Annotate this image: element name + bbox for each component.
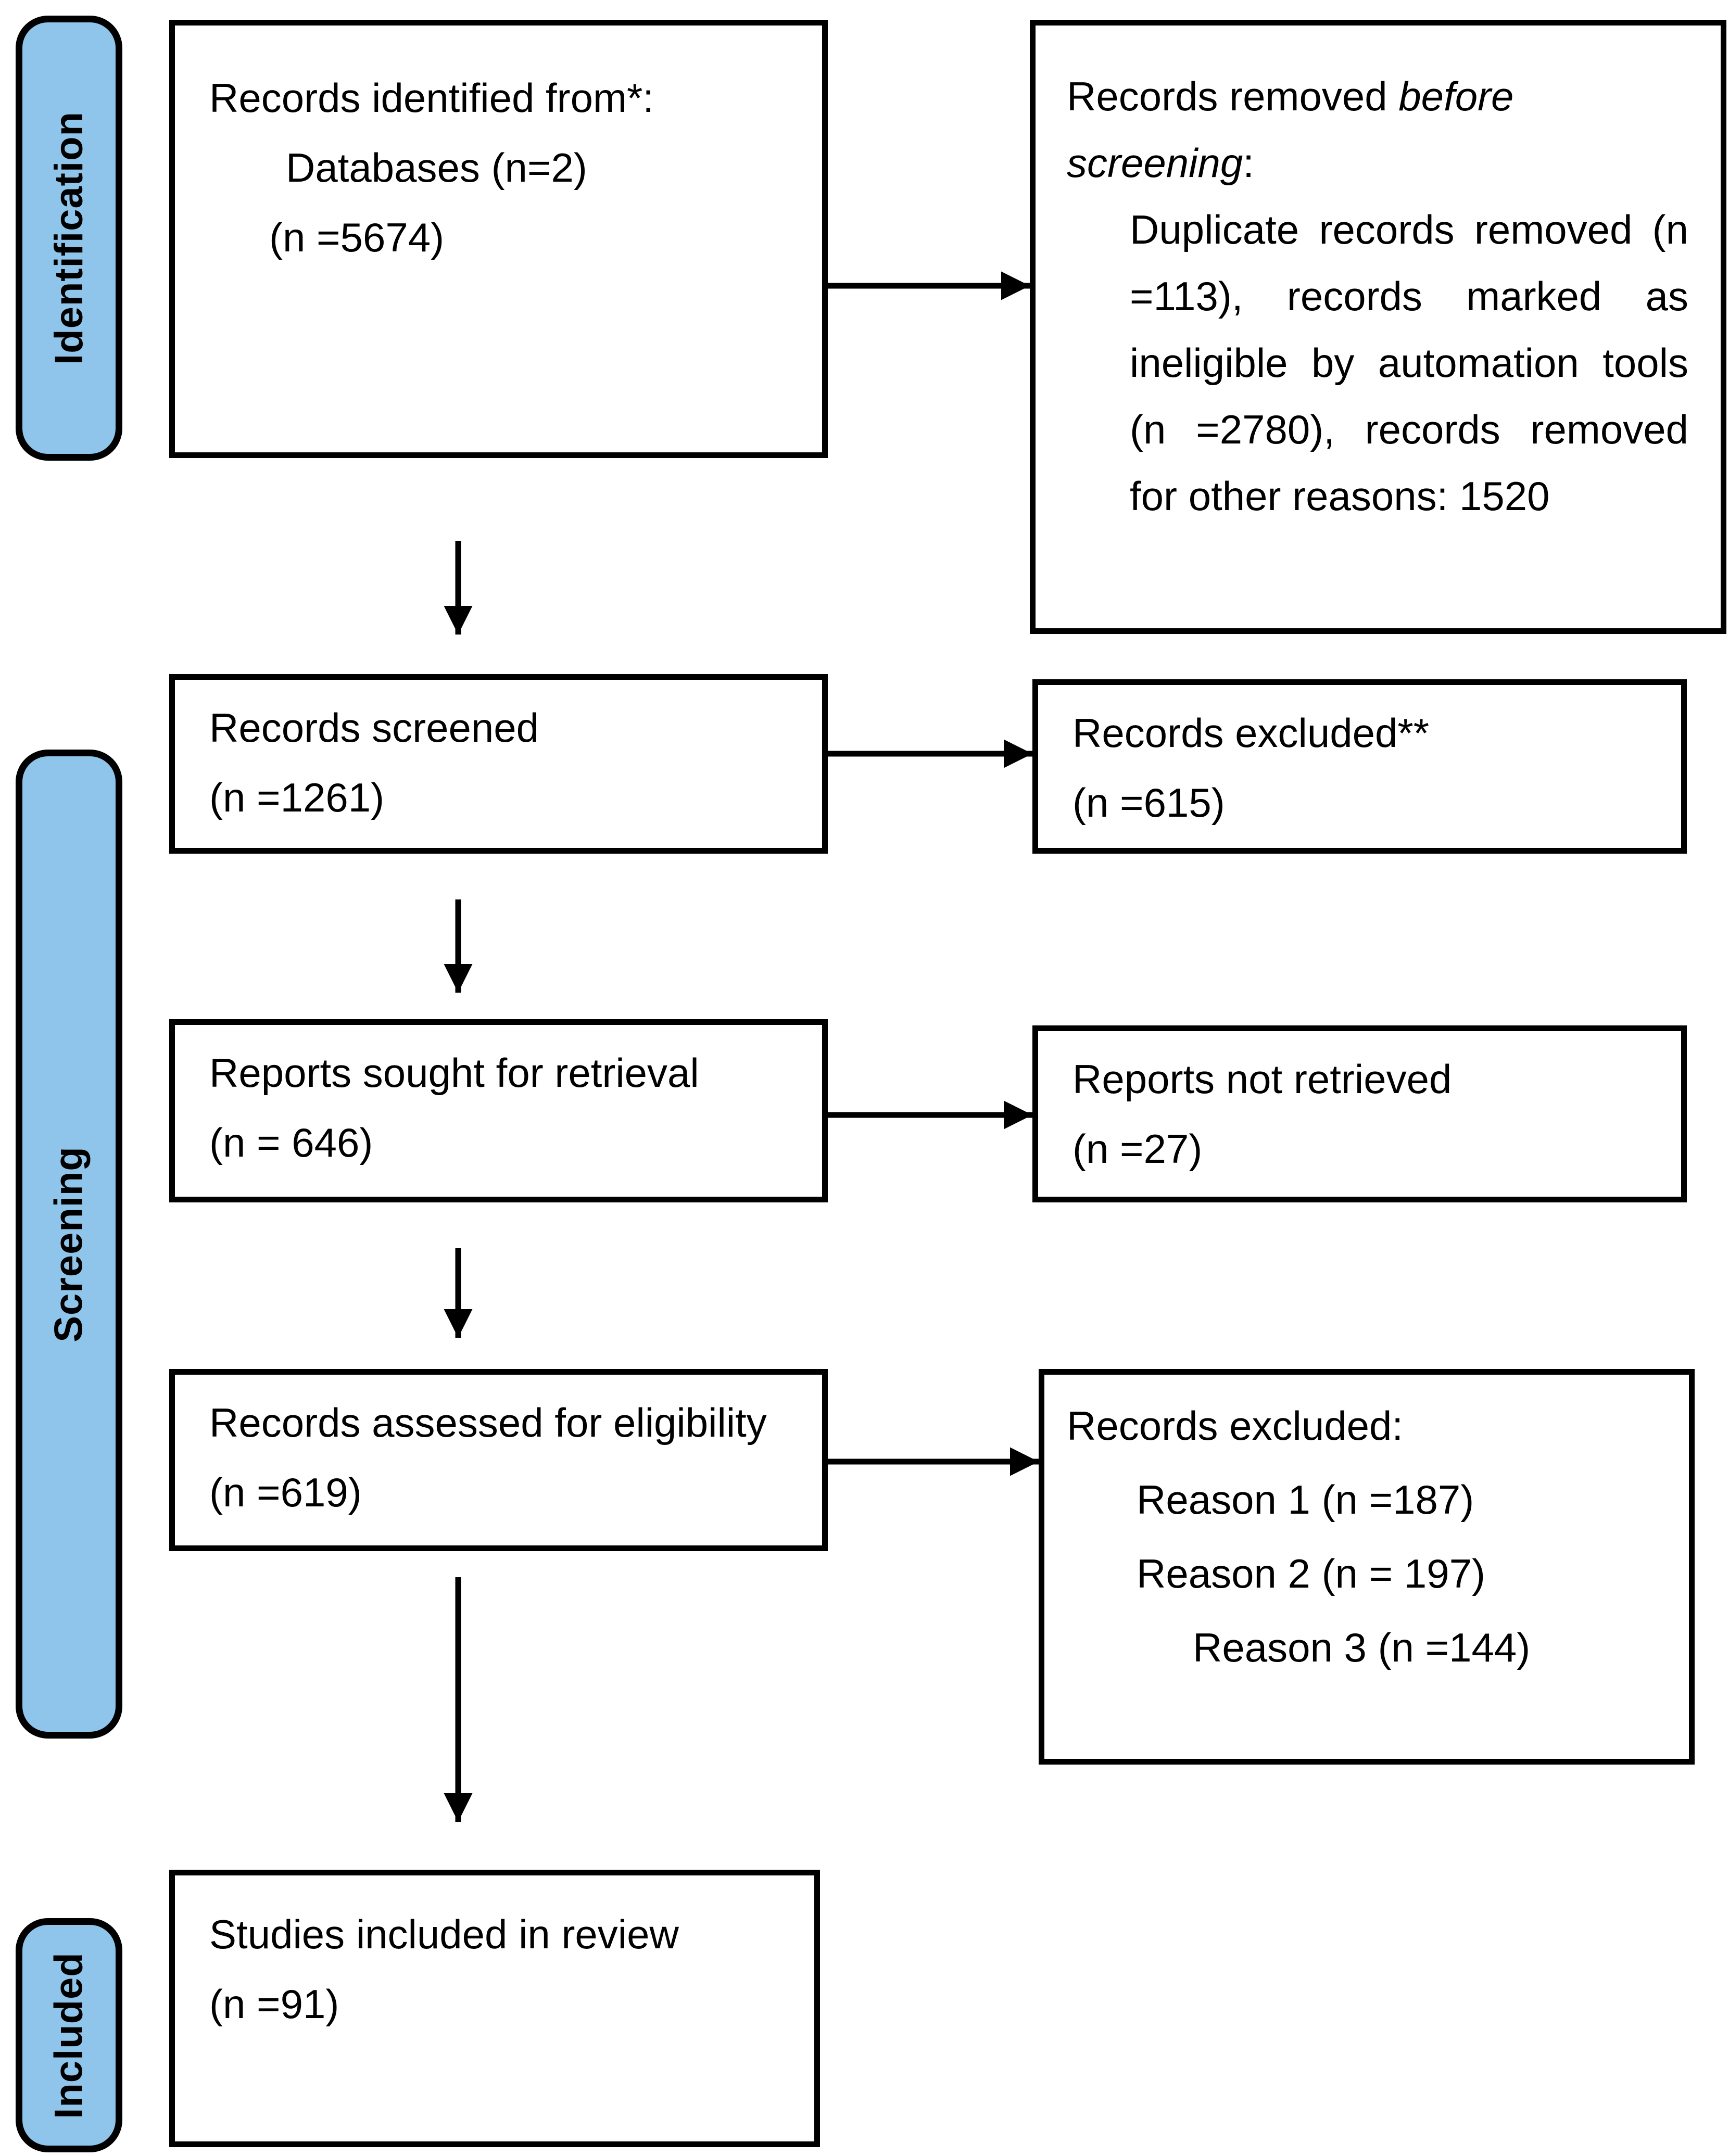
box-studies-included: Studies included in review (n =91) bbox=[169, 1870, 820, 2147]
records-identified-databases: Databases (n=2) bbox=[286, 145, 587, 191]
excluded-reason-1: Reason 1 (n =187) bbox=[1137, 1477, 1474, 1523]
studies-included-count: (n =91) bbox=[209, 1981, 339, 2027]
stage-screening: Screening bbox=[16, 750, 122, 1739]
stage-included-label: Included bbox=[47, 1951, 91, 2119]
studies-included-title: Studies included in review bbox=[209, 1911, 679, 1957]
stage-identification-label: Identification bbox=[47, 111, 92, 365]
reports-not-retrieved-count: (n =27) bbox=[1072, 1126, 1203, 1172]
records-identified-count: (n =5674) bbox=[269, 214, 445, 260]
records-removed-details: Duplicate records removed (n =113), reco… bbox=[1130, 207, 1688, 519]
excluded-reasons-title: Records excluded: bbox=[1067, 1403, 1404, 1449]
reports-sought-count: (n = 646) bbox=[209, 1120, 373, 1165]
stage-identification: Identification bbox=[16, 16, 122, 461]
box-reports-sought: Reports sought for retrieval (n = 646) bbox=[169, 1019, 828, 1202]
records-screened-title: Records screened bbox=[209, 705, 539, 751]
box-records-identified: Records identified from*: Databases (n=2… bbox=[169, 20, 828, 458]
excluded-reason-2: Reason 2 (n = 197) bbox=[1137, 1551, 1485, 1596]
box-records-excluded: Records excluded** (n =615) bbox=[1032, 679, 1687, 854]
box-records-removed-before-screening: Records removed before screening: Duplic… bbox=[1030, 20, 1726, 634]
box-records-screened: Records screened (n =1261) bbox=[169, 674, 828, 854]
stage-included: Included bbox=[16, 1918, 122, 2152]
records-identified-title: Records identified from*: bbox=[209, 75, 654, 121]
records-assessed-count: (n =619) bbox=[209, 1469, 362, 1515]
excluded-reason-3: Reason 3 (n =144) bbox=[1193, 1625, 1531, 1670]
records-assessed-title: Records assessed for eligibility bbox=[209, 1400, 767, 1445]
reports-sought-title: Reports sought for retrieval bbox=[209, 1050, 699, 1096]
reports-not-retrieved-title: Reports not retrieved bbox=[1072, 1056, 1452, 1102]
box-records-excluded-reasons: Records excluded: Reason 1 (n =187) Reas… bbox=[1039, 1369, 1695, 1765]
records-excluded-count: (n =615) bbox=[1072, 780, 1225, 826]
stage-screening-label: Screening bbox=[47, 1146, 91, 1342]
records-screened-count: (n =1261) bbox=[209, 775, 385, 820]
box-records-assessed: Records assessed for eligibility (n =619… bbox=[169, 1369, 828, 1551]
records-excluded-title: Records excluded** bbox=[1072, 710, 1430, 756]
records-removed-title: Records removed before screening: bbox=[1067, 73, 1514, 186]
records-removed-title-italic: before screening bbox=[1067, 73, 1514, 186]
box-reports-not-retrieved: Reports not retrieved (n =27) bbox=[1032, 1025, 1687, 1202]
